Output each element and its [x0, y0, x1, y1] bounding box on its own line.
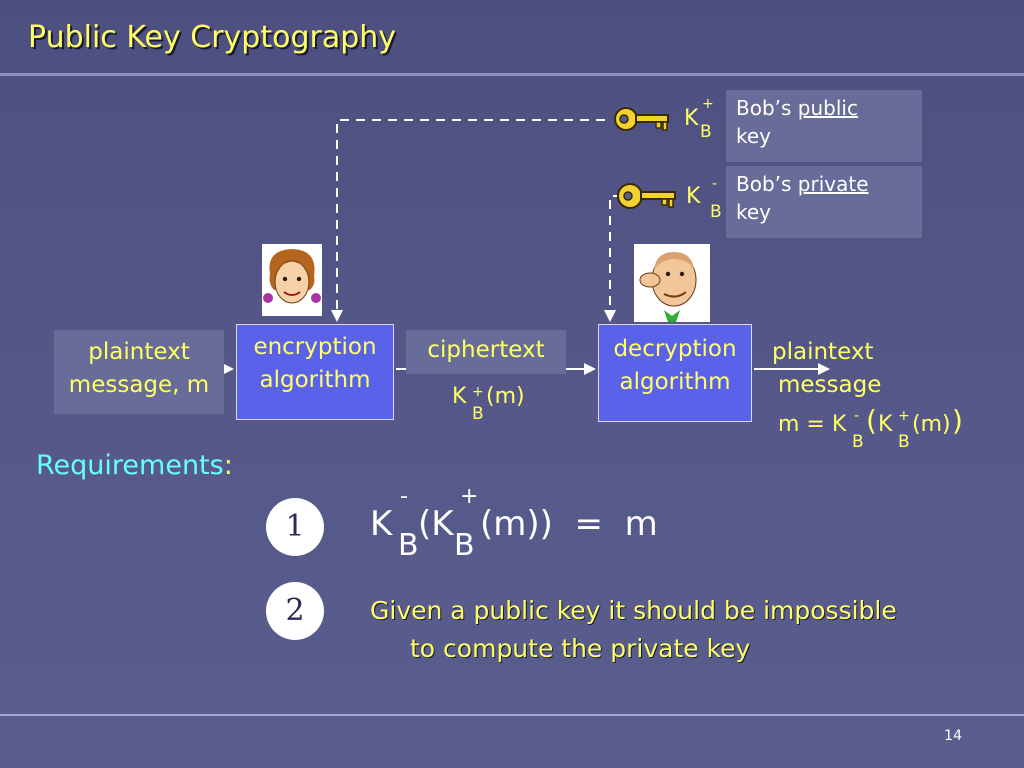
plaintext-output-label: plaintext message — [772, 339, 882, 398]
bob-avatar — [634, 244, 710, 322]
public-key-label: K + B — [684, 96, 714, 142]
title-divider — [0, 73, 1024, 76]
private-key-note: Bob’s private key — [726, 166, 922, 238]
public-key-note: Bob’s public key — [726, 90, 922, 162]
private-key-icon — [617, 183, 676, 209]
plaintext-input-label: plaintext message, m — [54, 330, 224, 414]
decryption-algorithm-box: decryption algorithm — [598, 324, 752, 422]
requirements-heading: Requirements: — [36, 450, 233, 481]
ciphertext-formula: K + B (m) — [452, 384, 525, 424]
ciphertext-label: ciphertext — [406, 330, 566, 374]
encryption-algorithm-box: encryption algorithm — [236, 324, 394, 420]
private-key-label: K - B — [686, 176, 722, 222]
slide-title: Public Key Cryptography — [28, 20, 397, 55]
requirement-1-badge: 1 — [266, 498, 324, 556]
requirement-2-text: Given a public key it should be impossib… — [370, 596, 897, 663]
page-number: 14 — [944, 728, 962, 744]
requirement-1-formula: K - B (K + B (m)) = m — [370, 484, 658, 563]
public-key-icon — [614, 107, 669, 131]
plaintext-output-formula: m = K - B ( K + B (m) ) — [778, 404, 963, 452]
alice-avatar — [262, 244, 322, 316]
requirement-2-badge: 2 — [266, 582, 324, 640]
footer-divider — [0, 714, 1024, 716]
